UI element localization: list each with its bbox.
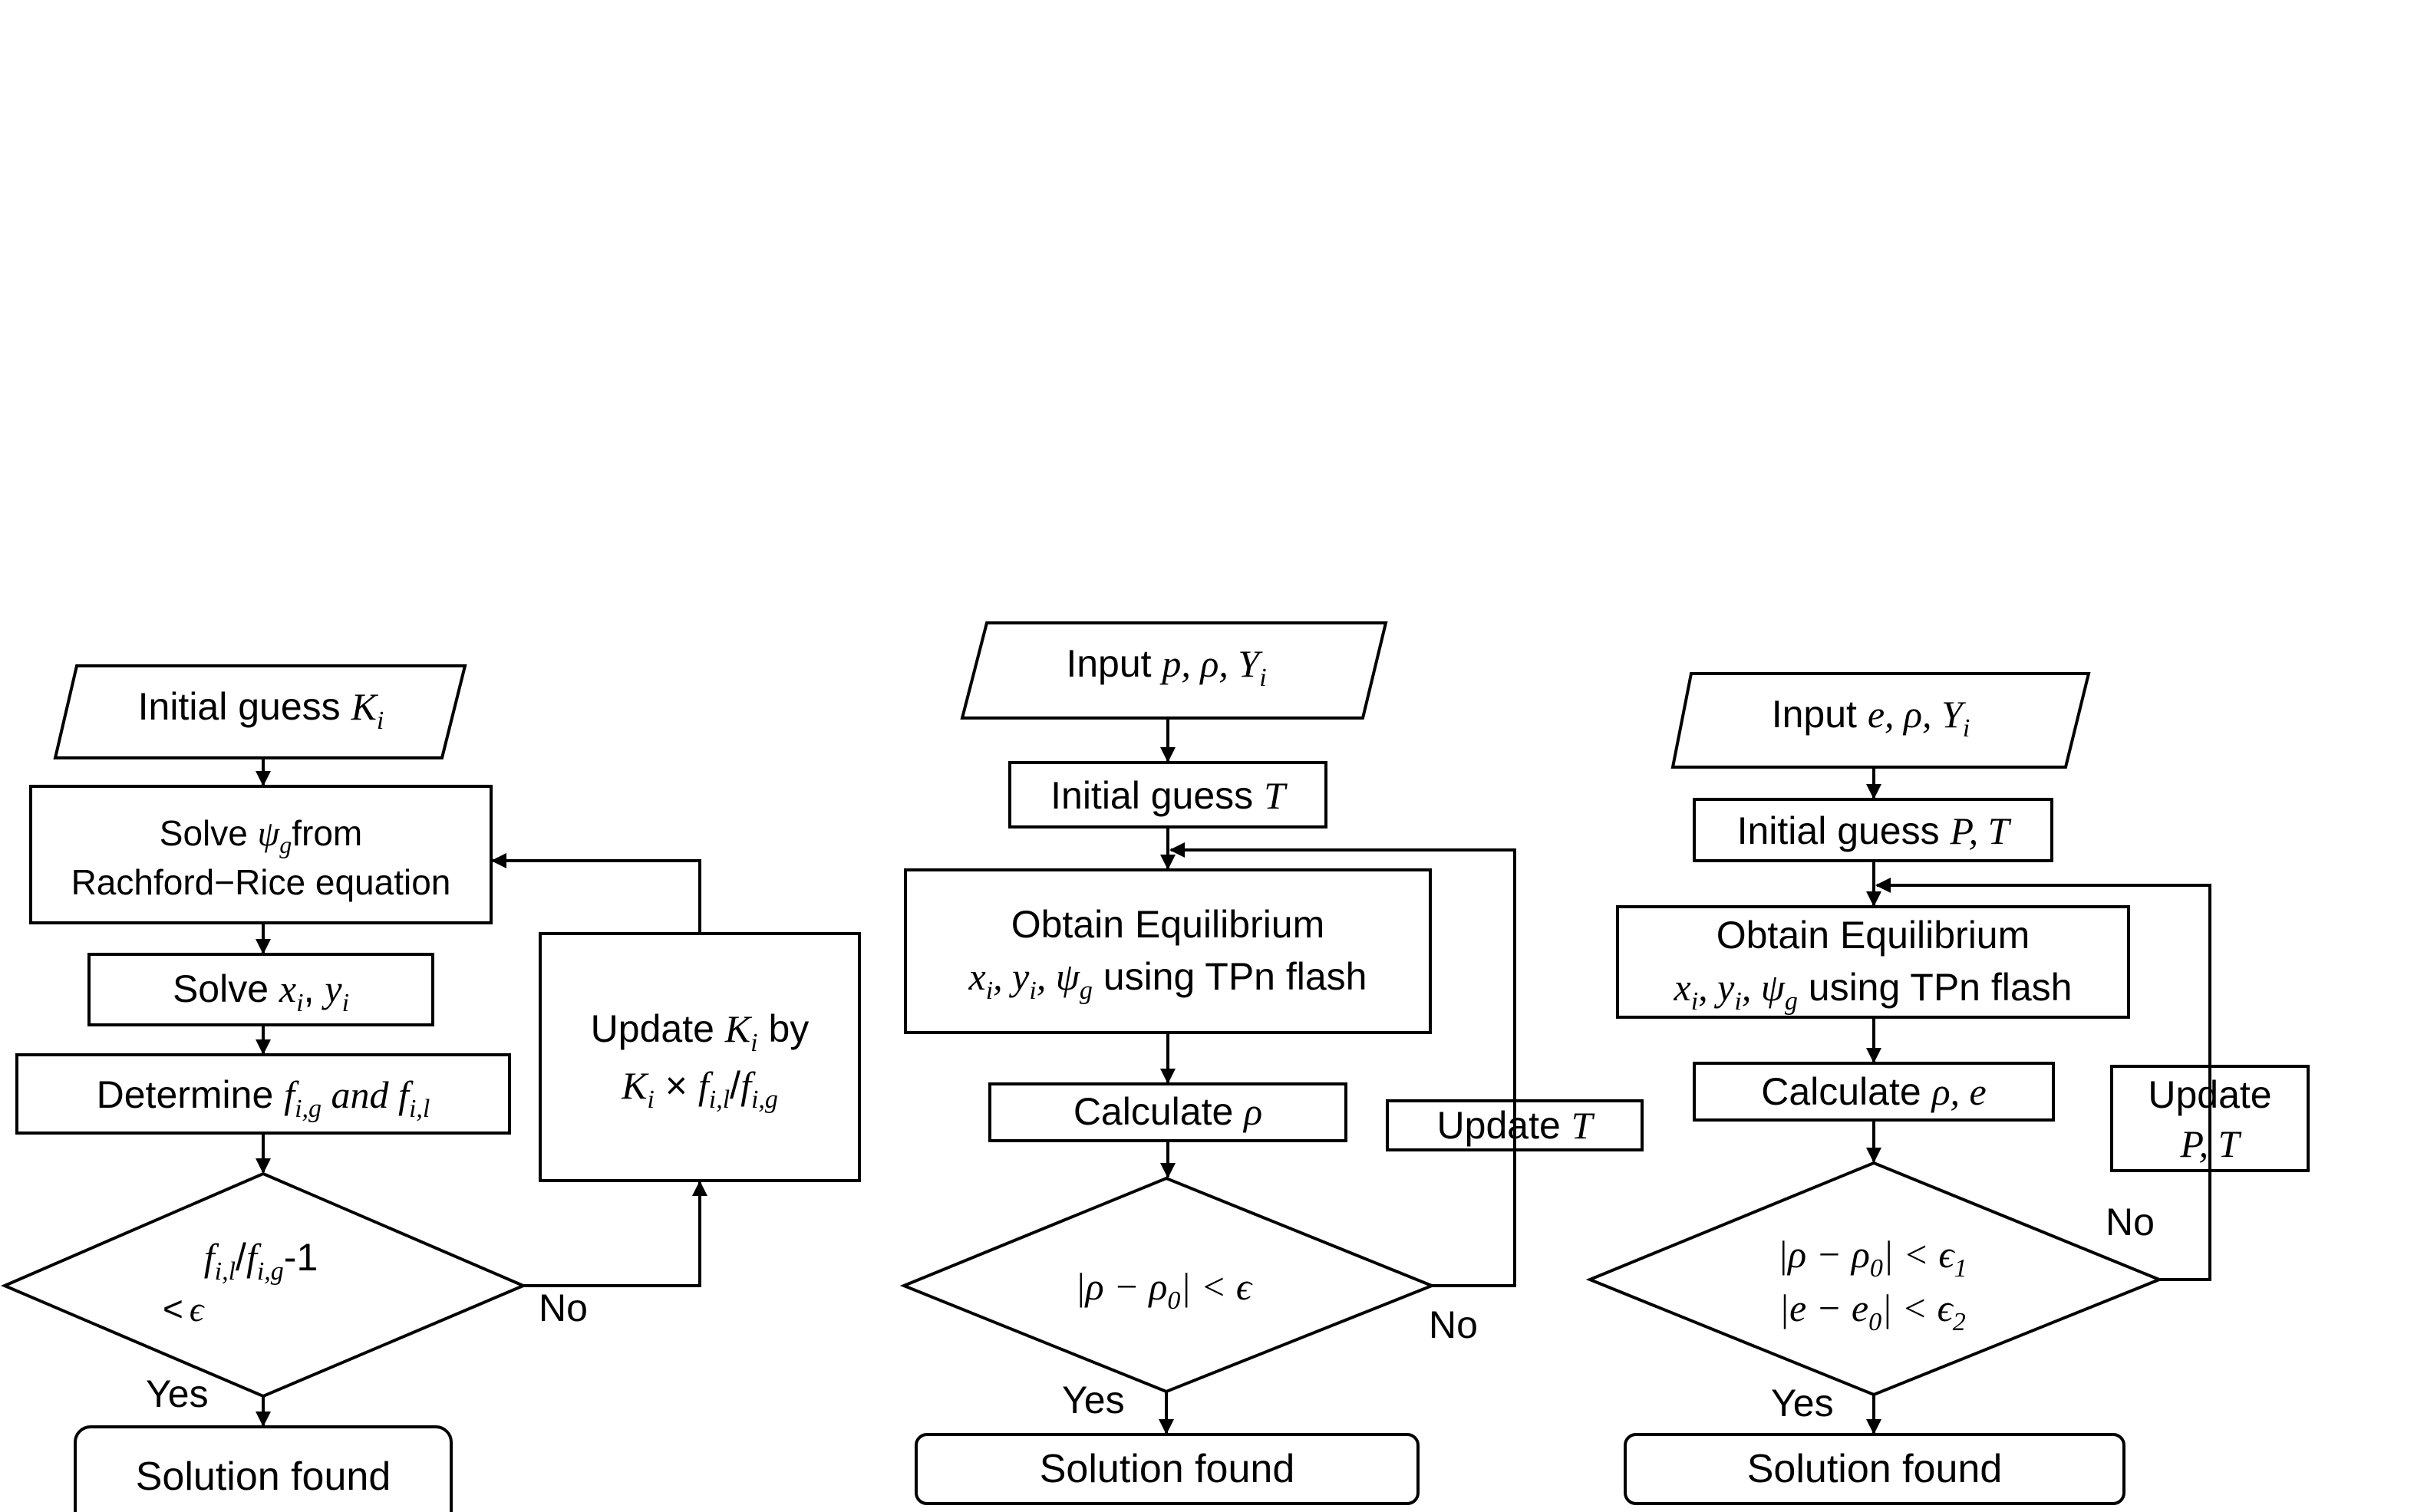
fc2-input-text: Input p, ρ, Yi bbox=[1066, 642, 1266, 692]
fc1-no-label: No bbox=[539, 1286, 588, 1329]
fc3-obtain-box bbox=[1616, 905, 2130, 1019]
fc1-update-line1: Update Ki by bbox=[591, 1007, 810, 1057]
fc1-update-box bbox=[539, 932, 861, 1182]
fc1-decision-line1: fi,l/fi,g-1 bbox=[204, 1236, 318, 1286]
fc2-obtain-box bbox=[904, 868, 1432, 1034]
fc2-obtain-line2: xi, yi, ψg using TPn flash bbox=[968, 955, 1367, 1005]
fc1-terminal-box bbox=[74, 1425, 453, 1512]
fc3-terminal-text: Solution found bbox=[1747, 1447, 2003, 1491]
fc3-no-label: No bbox=[2106, 1201, 2155, 1244]
fc3-input-parallelogram bbox=[1670, 672, 2091, 769]
fc2-update-text: Update T bbox=[1437, 1104, 1595, 1147]
fc1-solve-psi-line1: Solve ψgfrom bbox=[160, 813, 362, 858]
fc2-terminal-text: Solution found bbox=[1040, 1447, 1295, 1491]
fc1-solve-psi-line2: Rachford−Rice equation bbox=[71, 862, 451, 902]
fc3-terminal-box bbox=[1624, 1433, 2125, 1505]
fc1-decision-line2: <ϵ bbox=[163, 1289, 206, 1329]
fc1-solve-xy-box bbox=[87, 953, 434, 1026]
fc2-decision-text: |ρ − ρ0| < ϵ bbox=[1075, 1265, 1253, 1315]
fc1-arrow-update-loop bbox=[491, 853, 701, 934]
fc2-yes-label: Yes bbox=[1062, 1379, 1125, 1421]
fc2-input-parallelogram bbox=[960, 621, 1388, 720]
fc1-terminal-text: Solution found bbox=[136, 1454, 391, 1499]
fc2-decision-diamond bbox=[899, 1176, 1436, 1394]
fc2-no-label: No bbox=[1429, 1303, 1478, 1346]
fc3-calculate-text: Calculate ρ, e bbox=[1761, 1070, 1987, 1113]
fc3-decision-line2: |e − e0| < ϵ2 bbox=[1779, 1286, 1966, 1336]
fc3-decision-line1: |ρ − ρ0| < ϵ1 bbox=[1777, 1233, 1967, 1283]
fc2-calculate-text: Calculate ρ bbox=[1073, 1090, 1262, 1133]
fc1-arrow-no-to-update bbox=[523, 1181, 707, 1287]
fc1-solve-psi-box bbox=[29, 785, 493, 924]
fc1-yes-label: Yes bbox=[146, 1372, 209, 1415]
fc2-obtain-line1: Obtain Equilibrium bbox=[1011, 903, 1325, 946]
fc1-update-line2: Ki × fi,l/fi,g bbox=[621, 1064, 778, 1114]
fc3-guess-box bbox=[1693, 798, 2053, 862]
fc3-obtain-line1: Obtain Equilibrium bbox=[1717, 914, 2030, 957]
fc3-obtain-line2: xi, yi, ψg using TPn flash bbox=[1674, 966, 2073, 1016]
fc2-terminal-box bbox=[915, 1433, 1420, 1505]
fc3-arrow-no-loop bbox=[1875, 878, 2211, 1281]
flowchart-2: Input p, ρ, Yi Initial guess T Obtain Eq… bbox=[899, 621, 1644, 1505]
fc2-arrow-no-loop bbox=[1169, 842, 1516, 1287]
fc1-determine-text: Determine fi,g and fi,l bbox=[97, 1073, 430, 1123]
fc3-yes-label: Yes bbox=[1771, 1382, 1834, 1425]
fc1-input-text: Initial guess Ki bbox=[138, 685, 384, 735]
fc2-guess-text: Initial guess T bbox=[1050, 774, 1288, 817]
fc1-solve-xy-text: Solve xi, yi bbox=[173, 967, 349, 1017]
flowchart-1: Initial guess Ki Solve ψgfrom Rachford−R… bbox=[0, 664, 861, 1512]
fc1-input-parallelogram bbox=[53, 664, 467, 759]
fc3-guess-text: Initial guess P, T bbox=[1737, 809, 2012, 852]
flowchart-3: Input e, ρ, Yi Initial guess P, T Obtain… bbox=[1585, 672, 2310, 1505]
fc3-input-text: Input e, ρ, Yi bbox=[1772, 693, 1970, 743]
fc2-guess-box bbox=[1008, 761, 1327, 828]
